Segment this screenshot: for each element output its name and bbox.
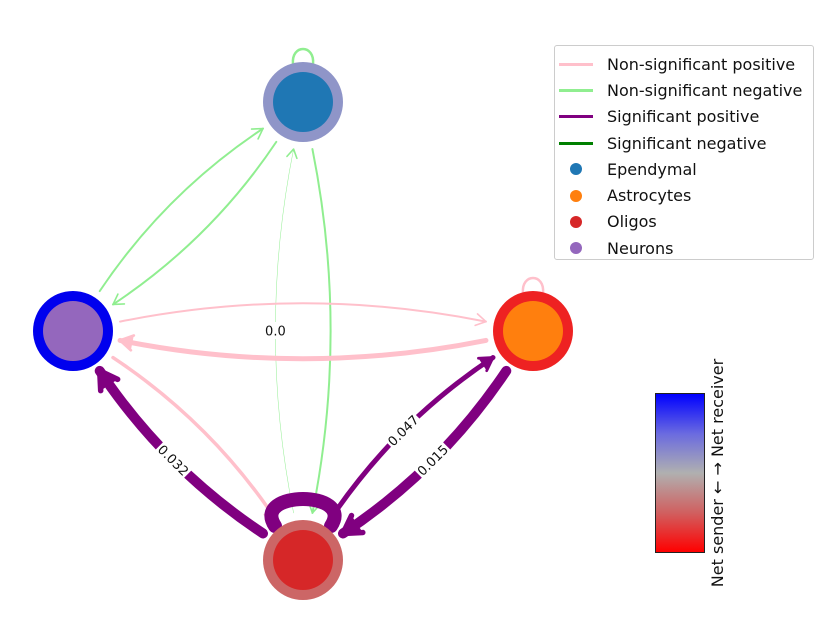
colorbar-label: Net sender ← → Net receiver (708, 358, 727, 588)
node-ependymal (273, 72, 333, 132)
legend-label: Non-significant positive (607, 54, 796, 74)
edge-astrocytes-to-oligos (337, 365, 512, 539)
legend-label: Significant negative (607, 133, 767, 153)
arrowhead-oligos-to-ependymal (286, 148, 298, 160)
legend-label: Non-significant negative (607, 80, 803, 100)
legend-dot-astrocytes (570, 189, 582, 202)
legend-item-neurons: Neurons (559, 235, 813, 261)
self-loop-astrocytes (521, 276, 545, 295)
legend-item-sig-positive: Significant positive (559, 104, 813, 130)
legend-label: Oligos (607, 212, 657, 232)
arrowhead-neurons-to-astrocytes (474, 313, 487, 327)
arrowhead-astrocytes-to-oligos (340, 512, 366, 537)
node-neurons (43, 301, 103, 361)
legend-dot-neurons (570, 242, 582, 255)
legend-label: Neurons (607, 238, 674, 258)
legend-dot-oligos (570, 215, 582, 228)
edge-oligos-to-neurons (94, 365, 269, 539)
legend-line-ns-negative (559, 88, 593, 92)
arrowhead-neurons-to-ependymal (250, 127, 264, 140)
edge-ependymal-to-oligos (311, 148, 332, 514)
colorbar (655, 393, 705, 553)
legend-label: Significant positive (607, 107, 760, 127)
legend-item-ns-positive: Non-significant positive (559, 51, 813, 77)
edge-neurons-to-ependymal (98, 127, 265, 293)
nodes-layer (33, 62, 573, 600)
edge-astrocytes-to-neurons (117, 337, 489, 362)
edge-ependymal-to-neurons (111, 140, 278, 306)
arrowhead-astrocytes-to-neurons (118, 334, 136, 352)
edge-neurons-to-astrocytes (119, 302, 487, 323)
arrowhead-ependymal-to-neurons (112, 293, 126, 306)
node-oligos (273, 530, 333, 590)
self-loop-ependymal (291, 47, 315, 66)
legend-line-ns-positive (559, 62, 593, 66)
edge-neurons-to-oligos (111, 355, 279, 522)
legend-line-sig-negative (559, 141, 593, 145)
legend-label: Astrocytes (607, 186, 692, 206)
legend-label: Ependymal (607, 159, 697, 179)
legend-item-astrocytes: Astrocytes (559, 182, 813, 208)
legend-item-ependymal: Ependymal (559, 156, 813, 182)
legend-line-sig-positive (559, 115, 593, 119)
legend-item-sig-negative: Significant negative (559, 130, 813, 156)
arrowhead-oligos-to-astrocytes (477, 356, 495, 373)
node-astrocytes (503, 301, 563, 361)
edge-label: 0.0 (265, 325, 286, 340)
legend-dot-ependymal (570, 163, 582, 176)
legend-item-oligos: Oligos (559, 209, 813, 235)
edge-oligos-to-astrocytes (327, 355, 496, 523)
legend: Non-significant positive Non-significant… (554, 45, 814, 260)
arrowhead-oligos-to-neurons (96, 368, 121, 394)
self-loop-oligos (264, 492, 342, 533)
legend-item-ns-negative: Non-significant negative (559, 77, 813, 103)
